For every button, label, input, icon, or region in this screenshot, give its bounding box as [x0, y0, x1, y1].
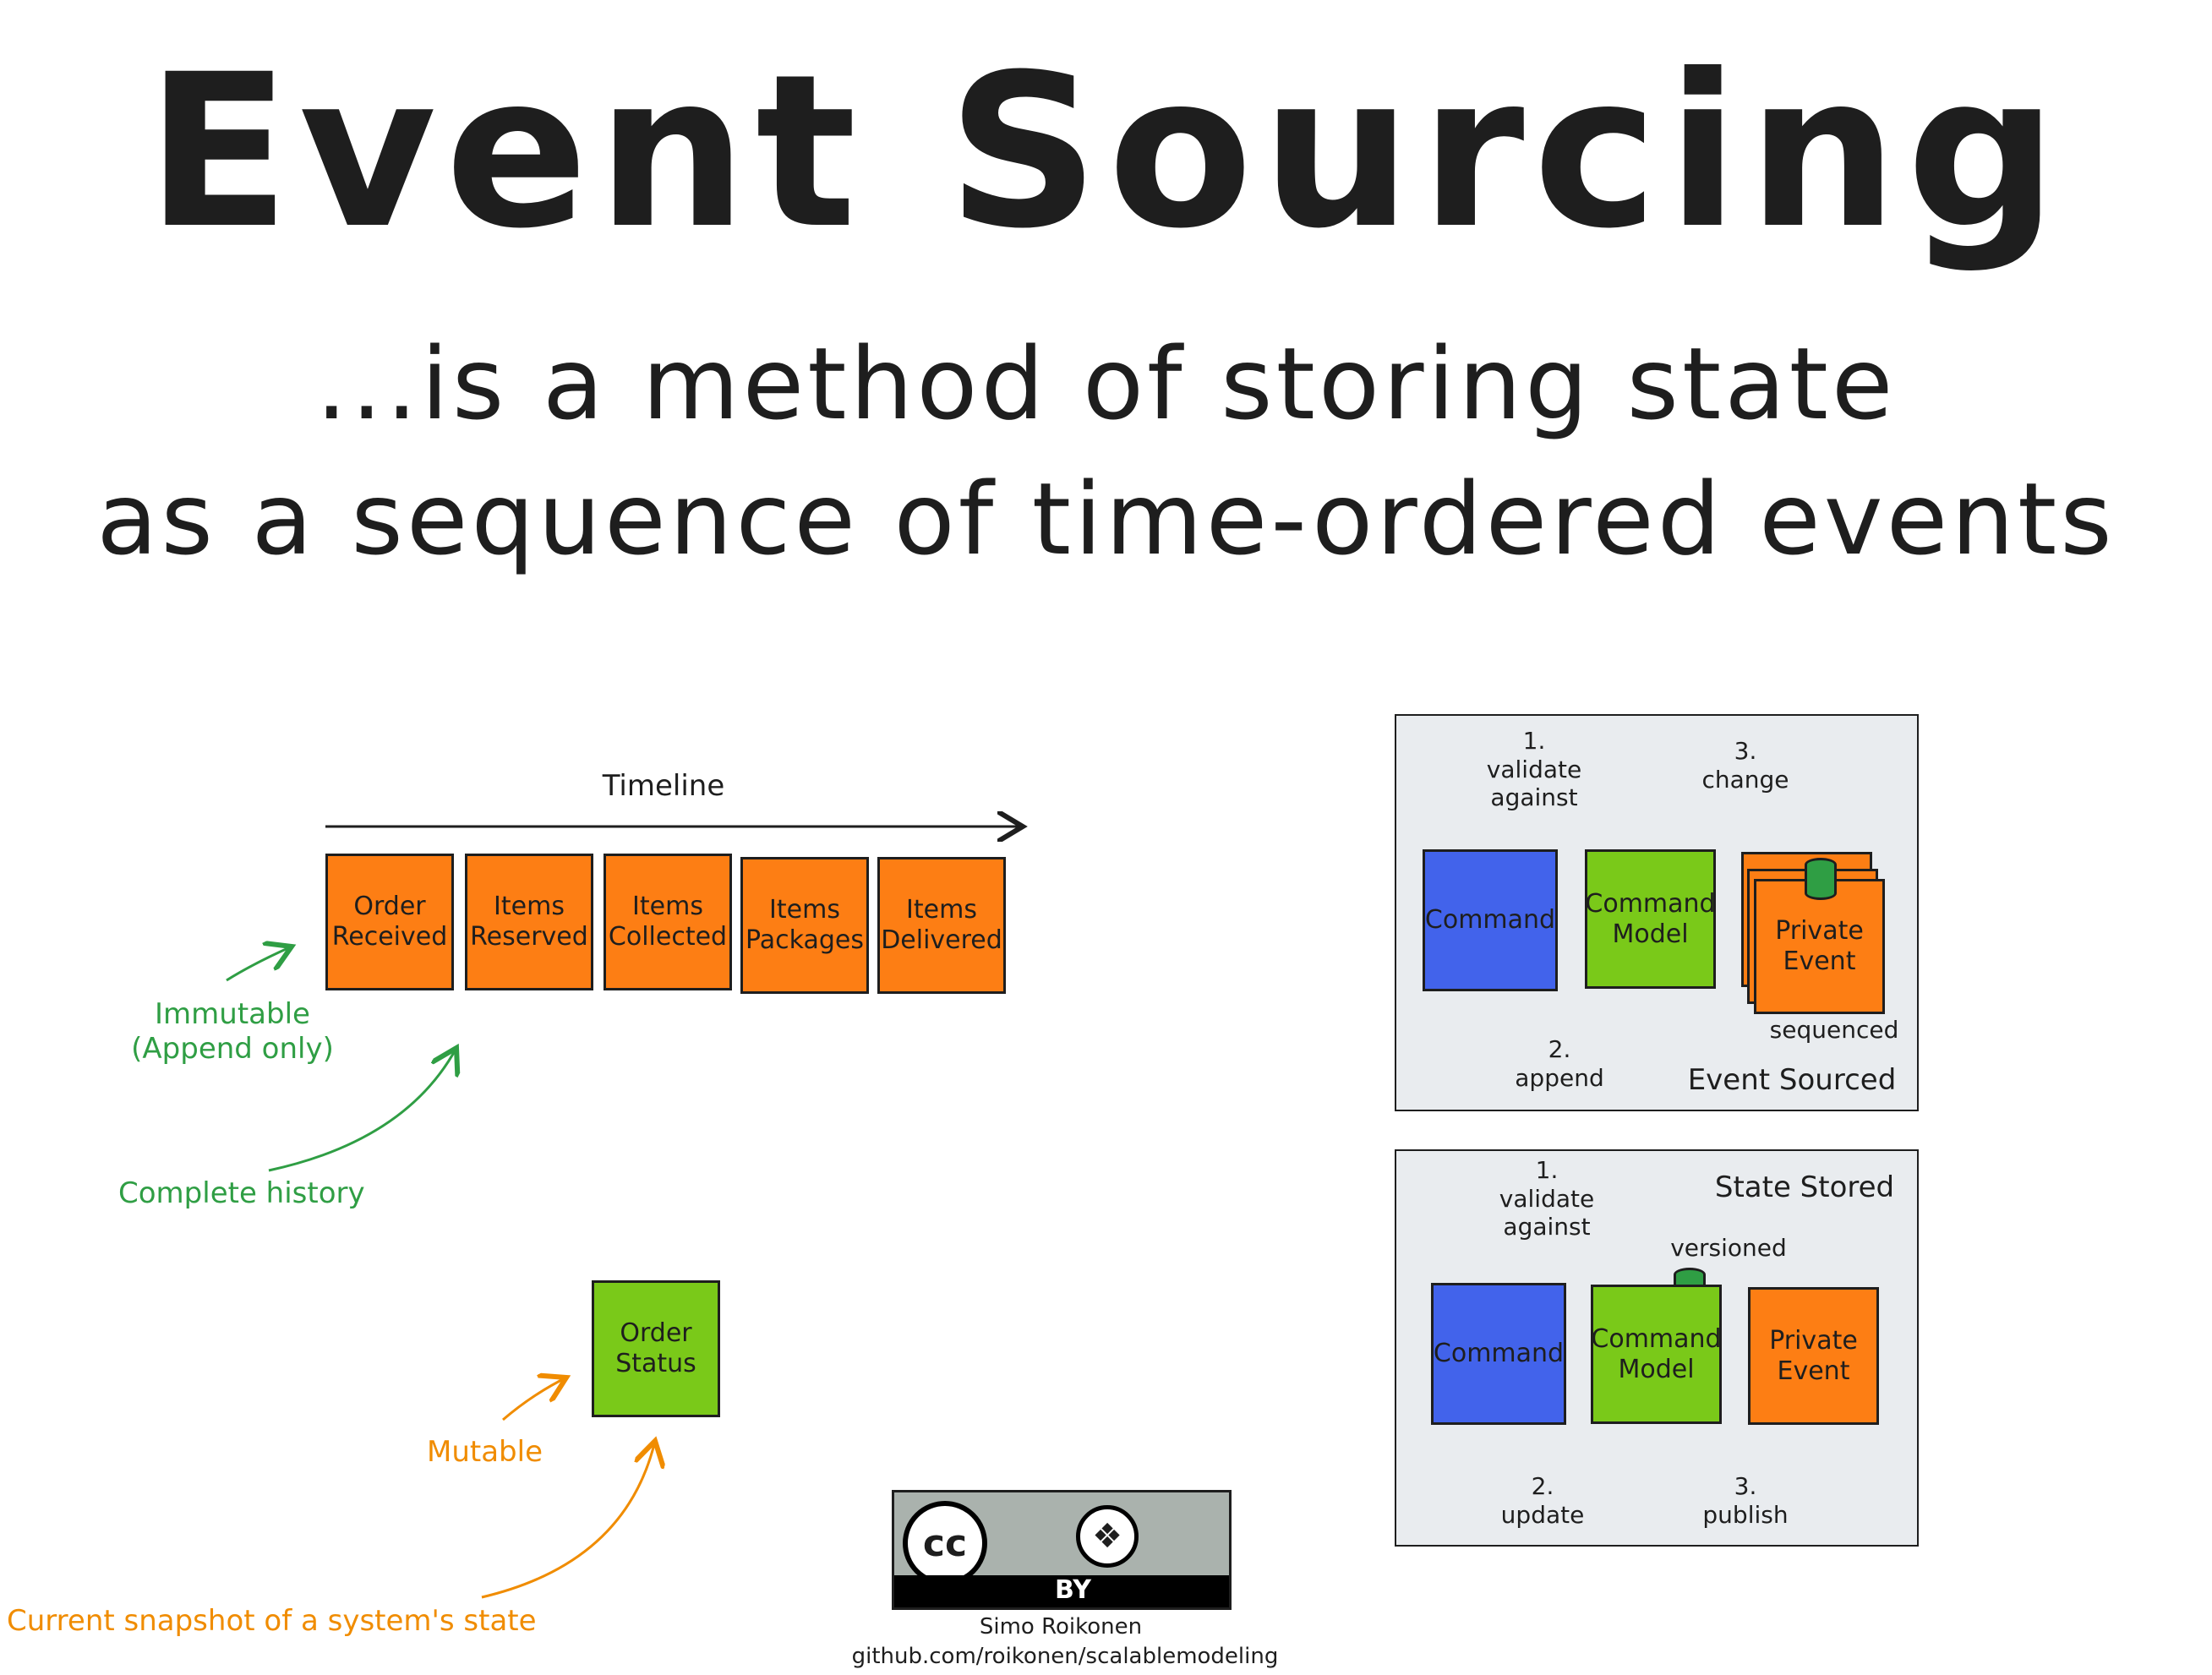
- complete-history-arrow: [268, 1048, 456, 1172]
- subtitle-line-1: ...is a method of storing state: [315, 325, 1897, 442]
- cc-bar: [894, 1575, 1229, 1607]
- complete-history-note: Complete history: [118, 1176, 365, 1210]
- event-items-packages: Items Packages: [740, 857, 869, 994]
- snapshot-arrow: [481, 1441, 655, 1599]
- license-url[interactable]: github.com/roikonen/scalablemodeling: [851, 1644, 1279, 1669]
- ss-step2-label: 2. update: [1500, 1472, 1585, 1529]
- mutable-note: Mutable: [427, 1435, 543, 1469]
- event-items-delivered: Items Delivered: [877, 857, 1006, 994]
- immutable-arrow: [226, 947, 292, 982]
- event-order-received: Order Received: [325, 854, 454, 990]
- es-sequenced-label: sequenced: [1769, 1016, 1899, 1044]
- cc-license-badge: cc ❖ BY: [892, 1490, 1232, 1610]
- ss-step3-label: 3. publish: [1702, 1472, 1789, 1529]
- es-command-box: Command: [1423, 849, 1558, 991]
- es-caption: Event Sourced: [1687, 1063, 1897, 1097]
- event-items-reserved: Items Reserved: [465, 854, 593, 990]
- ss-command-model-box: Command Model: [1591, 1285, 1722, 1424]
- ss-step1-label: 1. validate against: [1499, 1156, 1595, 1241]
- es-command-model-box: Command Model: [1585, 849, 1716, 989]
- es-private-event-box: Private Event: [1754, 879, 1885, 1014]
- database-icon: [1805, 858, 1837, 900]
- es-step2-label: 2. append: [1515, 1035, 1604, 1092]
- order-status-box: Order Status: [592, 1280, 720, 1417]
- es-step3-label: 3. change: [1701, 737, 1789, 794]
- timeline-label: Timeline: [602, 769, 725, 803]
- license-author: Simo Roikonen: [979, 1614, 1143, 1640]
- ss-versioned-label: versioned: [1670, 1234, 1787, 1262]
- subtitle-line-2: as a sequence of time-ordered events: [96, 461, 2116, 577]
- ss-command-box: Command: [1431, 1283, 1566, 1425]
- cc-by-label: BY: [1055, 1575, 1091, 1605]
- ss-caption: State Stored: [1714, 1170, 1895, 1204]
- attribution-icon: ❖: [1076, 1505, 1139, 1568]
- mutable-arrow: [502, 1378, 566, 1421]
- page-title: Event Sourcing: [145, 29, 2067, 275]
- snapshot-note: Current snapshot of a system's state: [7, 1604, 537, 1638]
- event-items-collected: Items Collected: [604, 854, 732, 990]
- es-step1-label: 1. validate against: [1486, 727, 1582, 812]
- immutable-note: Immutable (Append only): [131, 997, 334, 1066]
- ss-private-event-box: Private Event: [1748, 1287, 1879, 1425]
- cc-icon: cc: [903, 1501, 987, 1585]
